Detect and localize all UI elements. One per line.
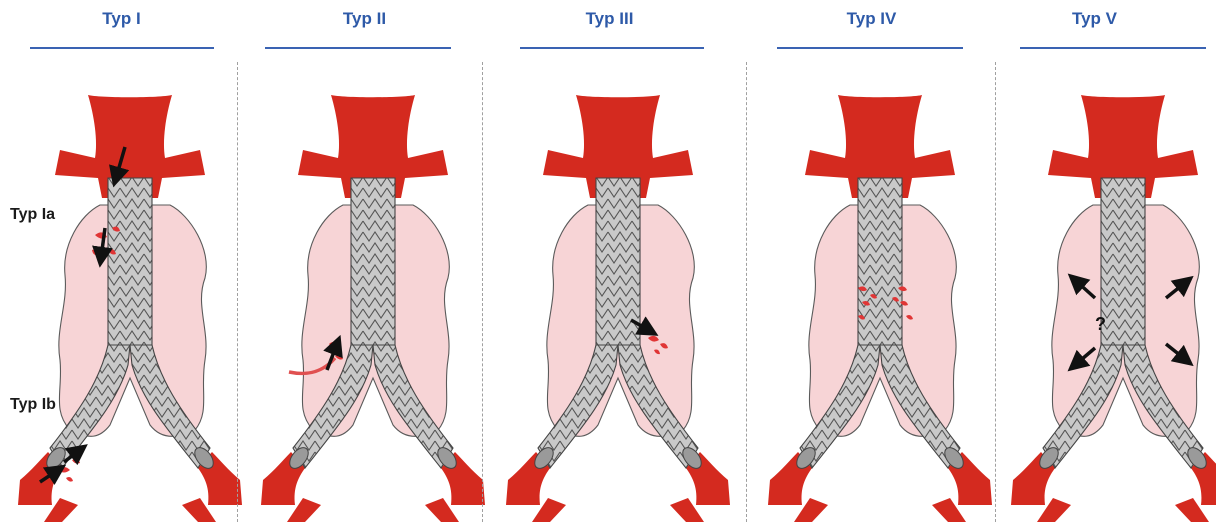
- endograft-illustration: [0, 0, 243, 522]
- panel-typ-1: Typ I Typ Ia Typ Ib: [0, 0, 243, 522]
- endograft-illustration: [243, 0, 486, 522]
- panel-divider: [237, 62, 238, 522]
- label-typ-ib: Typ Ib: [10, 396, 56, 414]
- panel-divider: [482, 62, 483, 522]
- label-typ-ia: Typ Ia: [10, 206, 55, 224]
- panel-typ-4: Typ IV: [750, 0, 993, 522]
- endograft-illustration: [750, 0, 993, 522]
- panel-typ-2: Typ II: [243, 0, 486, 522]
- unknown-mark: ?: [1095, 314, 1106, 334]
- panel-typ-5: Typ V ?: [973, 0, 1216, 522]
- endograft-illustration: ?: [973, 0, 1216, 522]
- panel-typ-3: Typ III: [488, 0, 731, 522]
- panel-divider: [746, 62, 747, 522]
- endograft-illustration: [488, 0, 731, 522]
